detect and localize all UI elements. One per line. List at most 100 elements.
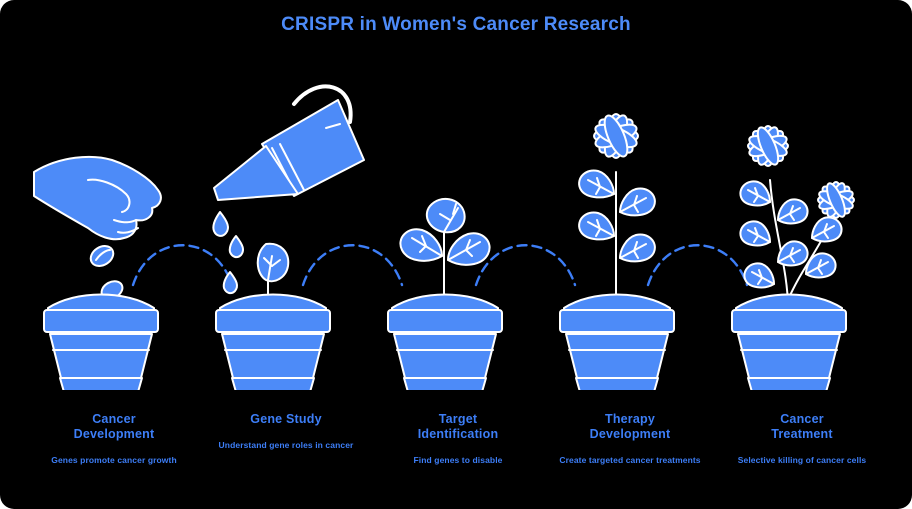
hand-finger-detail	[117, 227, 139, 234]
stage-title-line1: Therapy	[604, 412, 656, 426]
label-block-gene-study: Gene Study Understand gene roles in canc…	[193, 412, 379, 451]
leaf-vein	[452, 203, 457, 215]
pot-body	[737, 333, 841, 383]
watering-can-handle	[292, 84, 353, 124]
leaf-vein	[411, 237, 443, 257]
leaf-vein	[595, 228, 601, 237]
stage-title-line2: Development	[73, 427, 155, 441]
hand-finger-detail	[113, 219, 137, 224]
can-band	[279, 143, 305, 191]
leaf-vein	[789, 205, 794, 215]
stage-title-line1: Cancer	[780, 412, 824, 426]
hand-icon	[33, 155, 162, 241]
sprout-vein	[267, 255, 273, 281]
leaf-vein	[789, 255, 795, 263]
pot-base	[231, 377, 315, 390]
leaf-vein	[817, 267, 823, 275]
seed-detail	[95, 249, 111, 261]
stage-subtitle: Genes promote cancer growth	[51, 455, 177, 465]
leaf-vein	[465, 249, 473, 257]
leaf-vein	[439, 213, 451, 221]
stage-title: Therapy Development	[537, 412, 723, 442]
stage-title: Cancer Development	[21, 412, 207, 442]
leaf-vein	[595, 186, 601, 195]
leaf-vein	[817, 259, 822, 269]
stage-cancer-treatment	[714, 60, 890, 390]
pot-rim	[387, 309, 503, 333]
leaf-vein	[753, 235, 759, 243]
leaf-vein	[633, 250, 639, 259]
leaf-vein	[447, 241, 481, 261]
sprout-vein	[263, 257, 273, 267]
leaf-vein	[419, 245, 427, 253]
art-watering-can-sprouting-seedling	[212, 84, 365, 390]
leaf-vein	[633, 195, 638, 206]
pot-rim	[731, 309, 847, 333]
pot-base	[747, 377, 831, 390]
leaf-vein	[823, 231, 829, 239]
stage-subtitle: Understand gene roles in cancer	[218, 440, 354, 450]
leaf-vein	[596, 177, 601, 188]
leaf-vein	[758, 269, 763, 279]
pot-base	[575, 377, 659, 390]
leaf-vein	[754, 187, 759, 197]
label-block-cancer-development: Cancer Development Genes promote cancer …	[21, 412, 207, 466]
stage-title: Cancer Treatment	[709, 412, 895, 442]
stage-therapy-development	[542, 60, 718, 390]
stage-title-line1: Target	[438, 412, 478, 426]
sprout-icon	[256, 242, 290, 283]
art-young-plant-three-leaves	[387, 197, 503, 390]
pot-body	[49, 333, 153, 383]
leaf-vein	[754, 227, 759, 237]
leaf-vein	[421, 235, 427, 247]
stage-subtitle: Selective killing of cancer cells	[737, 455, 867, 465]
stage-title: Target Identification	[365, 412, 551, 442]
sprout-vein	[271, 259, 281, 267]
stage-cancer-development	[26, 60, 202, 390]
pot-body	[393, 333, 497, 383]
pot-base	[59, 377, 143, 390]
hand-thumb-detail	[87, 178, 131, 213]
can-highlight	[325, 123, 341, 129]
stage-target-identification	[370, 60, 546, 390]
label-block-therapy-development: Therapy Development Create targeted canc…	[537, 412, 723, 466]
flower-icon	[593, 113, 639, 159]
stage-title-line2: Treatment	[771, 427, 833, 441]
page-title: CRISPR in Women's Cancer Research	[281, 14, 631, 35]
pot-rim	[215, 309, 331, 333]
watering-can-spout	[213, 145, 299, 201]
stage-title-line1: Gene Study	[250, 412, 322, 426]
art-hand-dropping-seeds-into-pot	[33, 155, 162, 390]
water-drop-icon	[222, 271, 239, 295]
leaf-vein	[789, 213, 795, 221]
stage-subtitle: Create targeted cancer treatments	[559, 455, 701, 465]
leaf-vein	[757, 277, 763, 285]
label-block-cancer-treatment: Cancer Treatment Selective killing of ca…	[709, 412, 895, 466]
art-flowering-plant-one-bloom	[559, 113, 675, 390]
pot-rim	[43, 309, 159, 333]
pot-body	[565, 333, 669, 383]
leaf-icon	[399, 228, 443, 262]
flower-icon	[817, 181, 855, 219]
stage-title-line1: Cancer	[92, 412, 136, 426]
leaf-vein	[465, 239, 471, 251]
pot-rim	[559, 309, 675, 333]
leaf-vein	[823, 223, 828, 233]
water-drop-icon	[228, 235, 245, 259]
art-mature-plant-two-blooms	[731, 125, 855, 390]
stage-subtitle: Find genes to disable	[413, 455, 503, 465]
pot-body	[221, 333, 325, 383]
water-drop-icon	[212, 211, 229, 237]
stage-title: Gene Study	[193, 412, 379, 427]
stage-gene-study	[198, 60, 374, 390]
leaf-vein	[633, 204, 639, 213]
leaf-vein	[633, 241, 638, 252]
pot-base	[403, 377, 487, 390]
leaf-vein	[596, 219, 601, 230]
leaf-vein	[789, 247, 794, 257]
leaf-vein	[753, 195, 759, 203]
stage-title-line2: Identification	[417, 427, 499, 441]
label-block-target-identification: Target Identification Find genes to disa…	[365, 412, 551, 466]
flower-icon	[747, 125, 789, 167]
